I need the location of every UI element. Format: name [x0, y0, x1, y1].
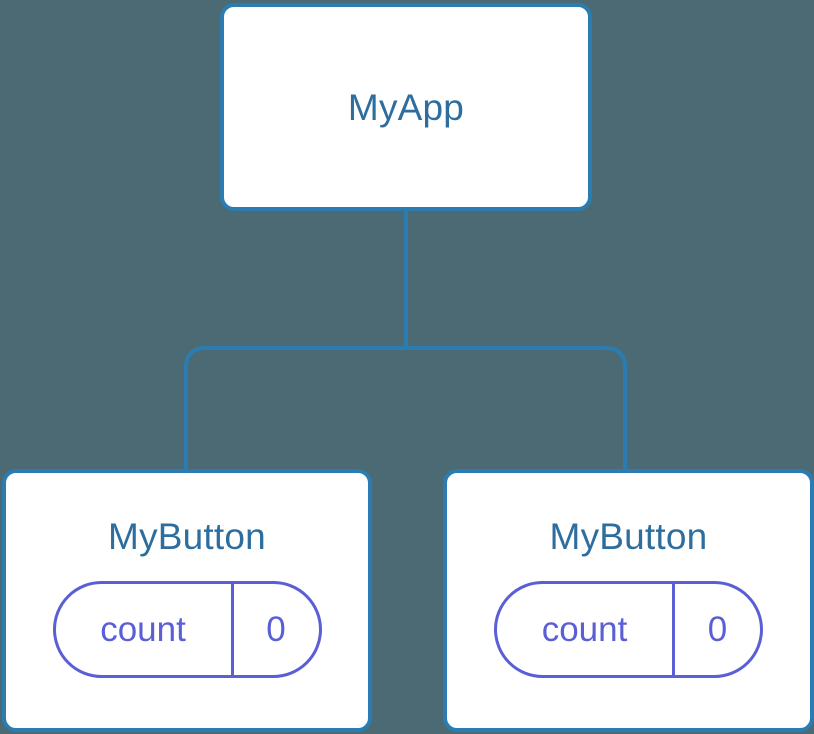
- state-key: count: [497, 583, 675, 675]
- state-key: count: [56, 583, 234, 675]
- node-label: MyButton: [549, 515, 708, 557]
- tree-node-mybutton-right[interactable]: MyButton count 0: [443, 469, 814, 732]
- tree-node-myapp[interactable]: MyApp: [220, 3, 592, 211]
- state-badge[interactable]: count 0: [494, 580, 763, 678]
- node-label: MyApp: [347, 86, 465, 128]
- state-badge[interactable]: count 0: [52, 580, 322, 678]
- state-value: 0: [266, 609, 286, 649]
- edge-root-to-left-child: [184, 346, 406, 470]
- state-value: 0: [707, 609, 728, 649]
- node-label: MyButton: [108, 515, 266, 557]
- tree-node-mybutton-left[interactable]: MyButton count 0: [2, 469, 372, 732]
- edge-root-to-right-child: [406, 346, 627, 470]
